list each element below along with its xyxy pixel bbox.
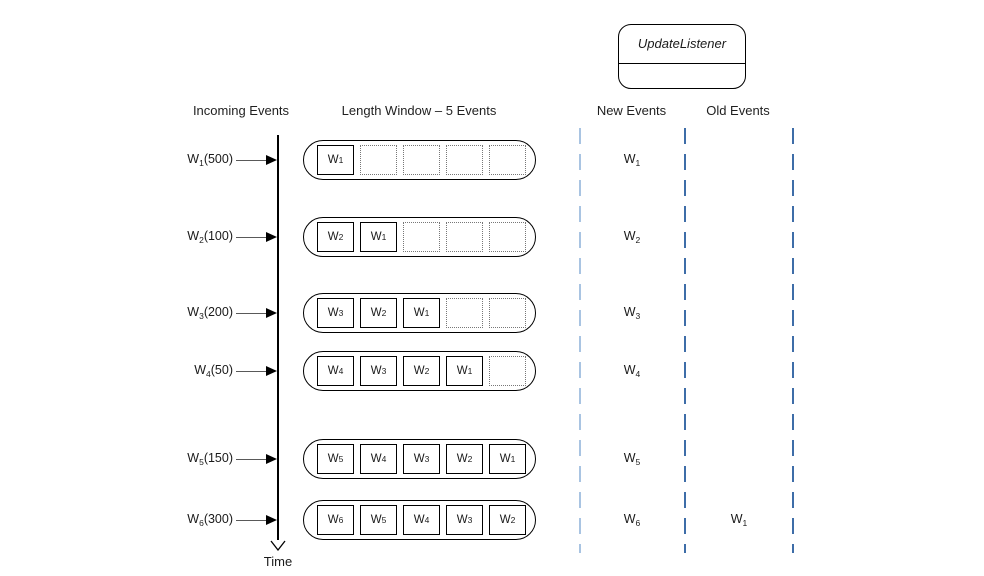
header-length-window: Length Window – 5 Events <box>341 103 497 118</box>
new-event-label: W2 <box>623 229 641 245</box>
time-axis-label: Time <box>263 554 293 569</box>
new-event-label: W1 <box>623 152 641 168</box>
new-event-label: W6 <box>623 512 641 528</box>
empty-slot <box>489 222 526 252</box>
arrow-head-icon <box>266 515 277 525</box>
empty-slot <box>403 145 440 175</box>
update-listener-title: UpdateListener <box>619 25 745 64</box>
empty-slot <box>446 298 483 328</box>
new-event-label: W3 <box>623 305 641 321</box>
empty-slot <box>446 222 483 252</box>
incoming-event-label: W3(200) <box>187 305 233 321</box>
arrow-head-icon <box>266 366 277 376</box>
empty-slot <box>360 145 397 175</box>
incoming-event-label: W6(300) <box>187 512 233 528</box>
arrow-shaft <box>236 459 267 460</box>
empty-slot <box>446 145 483 175</box>
empty-slot <box>489 356 526 386</box>
arrow-shaft <box>236 520 267 521</box>
old-event-label: W1 <box>730 512 748 528</box>
empty-slot <box>489 298 526 328</box>
header-old-events: Old Events <box>706 103 770 118</box>
incoming-event-label: W1(500) <box>187 152 233 168</box>
header-incoming-events: Incoming Events <box>192 103 290 118</box>
arrow-shaft <box>236 371 267 372</box>
incoming-event-label: W2(100) <box>187 229 233 245</box>
empty-slot <box>489 145 526 175</box>
arrow-head-icon <box>266 308 277 318</box>
arrow-head-icon <box>266 232 277 242</box>
dashed-separator-left <box>579 128 581 553</box>
new-event-label: W5 <box>623 451 641 467</box>
incoming-event-label: W4(50) <box>194 363 233 379</box>
header-new-events: New Events <box>596 103 667 118</box>
arrow-shaft <box>236 237 267 238</box>
time-axis-arrow-icon <box>270 538 286 556</box>
arrow-shaft <box>236 160 267 161</box>
arrow-shaft <box>236 313 267 314</box>
arrow-head-icon <box>266 454 277 464</box>
dashed-separator-right <box>792 128 794 553</box>
new-event-label: W4 <box>623 363 641 379</box>
time-axis-line <box>277 135 279 540</box>
dashed-separator-middle <box>684 128 686 553</box>
update-listener-box: UpdateListener <box>618 24 746 89</box>
empty-slot <box>403 222 440 252</box>
arrow-head-icon <box>266 155 277 165</box>
incoming-event-label: W5(150) <box>187 451 233 467</box>
